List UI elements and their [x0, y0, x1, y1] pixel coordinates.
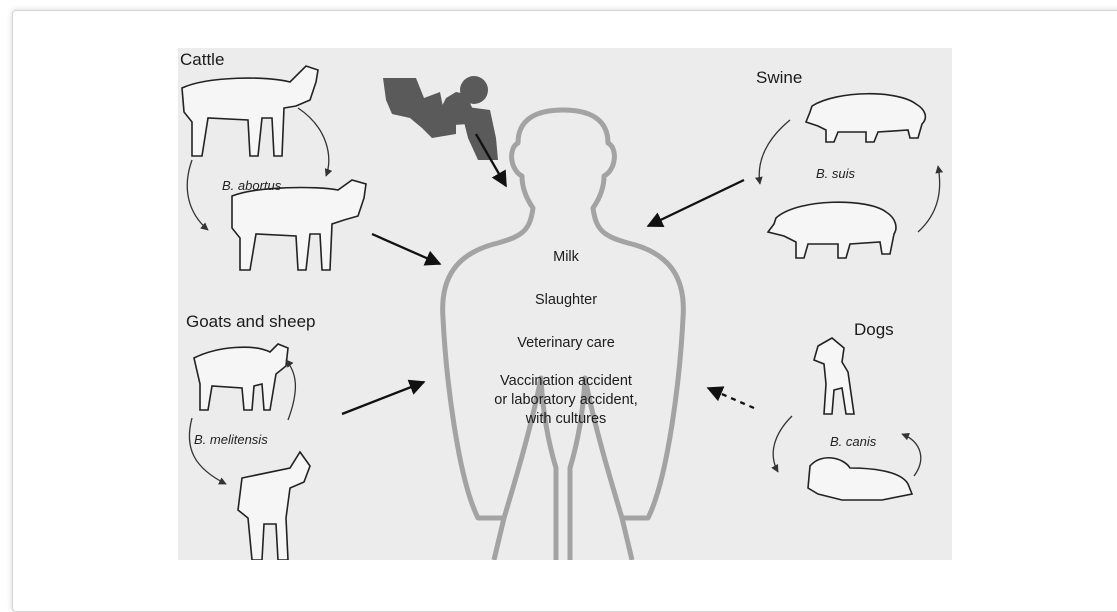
- route-slaughter: Slaughter: [466, 291, 666, 310]
- arrow-swine-to-human: [648, 180, 744, 226]
- route-milk: Milk: [466, 248, 666, 267]
- arrow-dogs-to-human: [708, 388, 754, 408]
- goats-sheep-label: Goats and sheep: [186, 312, 315, 332]
- arrow-cattle-to-human: [372, 234, 440, 264]
- route-accident-line-3: with cultures: [436, 410, 696, 429]
- swine-species-label: B. suis: [816, 166, 855, 181]
- arrow-goats-to-human: [342, 382, 424, 414]
- dogs-label: Dogs: [854, 320, 894, 340]
- route-accident-line-2: or laboratory accident,: [436, 391, 696, 410]
- goat-sheep-icon: [194, 344, 310, 560]
- route-accident: Vaccination accident or laboratory accid…: [436, 372, 696, 429]
- dog-icon: [808, 338, 912, 500]
- lab-worker-icon: [383, 76, 498, 160]
- swine-label: Swine: [756, 68, 802, 88]
- cattle-species-label: B. abortus: [222, 178, 281, 193]
- brucellosis-transmission-diagram: Cattle B. abortus Swine B. suis Goats an…: [178, 48, 952, 560]
- cattle-label: Cattle: [180, 50, 224, 70]
- route-accident-line-1: Vaccination accident: [436, 372, 696, 391]
- cow-icon: [182, 66, 366, 270]
- goats-species-label: B. melitensis: [194, 432, 268, 447]
- dogs-species-label: B. canis: [830, 434, 876, 449]
- route-veterinary-care: Veterinary care: [466, 334, 666, 353]
